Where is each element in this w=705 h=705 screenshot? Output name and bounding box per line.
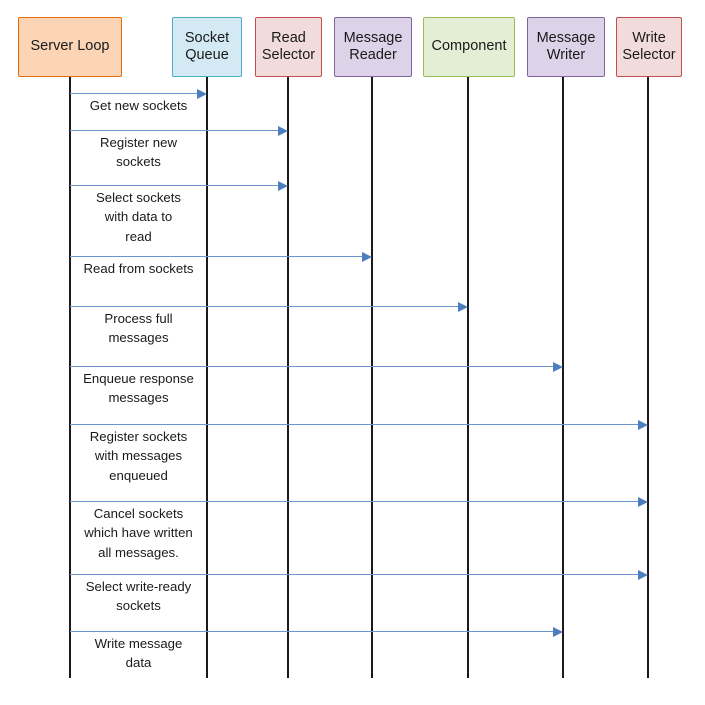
participant-server-loop[interactable]: Server Loop bbox=[18, 17, 122, 77]
message-arrow-line bbox=[70, 185, 279, 186]
message-arrow-line bbox=[70, 366, 554, 367]
message-label: Process full messages bbox=[104, 311, 173, 346]
participant-component[interactable]: Component bbox=[423, 17, 515, 77]
arrow-head-icon bbox=[638, 569, 648, 580]
message-label: Get new sockets bbox=[89, 98, 188, 113]
arrow-head-icon bbox=[638, 419, 648, 430]
arrow-head-icon bbox=[197, 88, 207, 99]
lifeline-read-selector bbox=[287, 77, 289, 678]
message-label: Enqueue response messages bbox=[83, 371, 194, 406]
participant-message-writer[interactable]: Message Writer bbox=[527, 17, 605, 77]
participant-read-selector[interactable]: Read Selector bbox=[255, 17, 322, 77]
message-label: Write message data bbox=[94, 636, 183, 671]
arrow-head-icon bbox=[362, 251, 372, 262]
message-arrow-line bbox=[70, 501, 639, 502]
lifeline-message-writer bbox=[562, 77, 564, 678]
message-label: Select write-ready sockets bbox=[85, 579, 192, 614]
message-arrow-line bbox=[70, 424, 639, 425]
message-arrow-line bbox=[70, 130, 279, 131]
lifeline-server-loop bbox=[69, 77, 71, 678]
message-label: Read from sockets bbox=[83, 261, 194, 276]
arrow-head-icon bbox=[278, 180, 288, 191]
message-arrow-line bbox=[70, 93, 198, 94]
message-arrow-line bbox=[70, 574, 639, 575]
participant-message-reader[interactable]: Message Reader bbox=[334, 17, 412, 77]
message-label: Register sockets with messages enqueued bbox=[89, 429, 188, 483]
message-label: Cancel sockets which have written all me… bbox=[84, 506, 193, 560]
lifeline-write-selector bbox=[647, 77, 649, 678]
participant-socket-queue[interactable]: Socket Queue bbox=[172, 17, 242, 77]
message-arrow-line bbox=[70, 306, 459, 307]
arrow-head-icon bbox=[553, 626, 563, 637]
message-arrow-line bbox=[70, 631, 554, 632]
arrow-head-icon bbox=[278, 125, 288, 136]
participant-write-selector[interactable]: Write Selector bbox=[616, 17, 682, 77]
arrow-head-icon bbox=[458, 301, 468, 312]
message-label: Select sockets with data to read bbox=[95, 190, 182, 244]
message-arrow-line bbox=[70, 256, 363, 257]
lifeline-message-reader bbox=[371, 77, 373, 678]
message-label: Register new sockets bbox=[100, 135, 177, 170]
arrow-head-icon bbox=[553, 361, 563, 372]
lifeline-component bbox=[467, 77, 469, 678]
arrow-head-icon bbox=[638, 496, 648, 507]
lifeline-socket-queue bbox=[206, 77, 208, 678]
